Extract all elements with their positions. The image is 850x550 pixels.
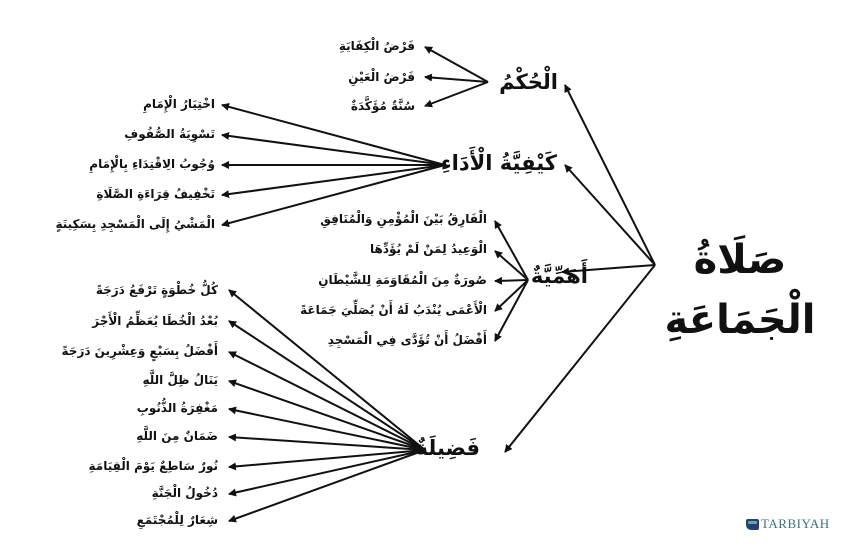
fadila-item: دُخُولُ الْجَنَّةِ (151, 486, 218, 500)
kayfiyya-item: تَسْوِيَةُ الصُّفُوفِ (124, 127, 215, 141)
main-title-line2: الْجَمَاعَةِ (664, 297, 816, 343)
fadila-item: كُلُّ خُطْوَةٍ تَرْفَعُ دَرَجَةً (95, 283, 218, 297)
branch-fadila: فَضِيلَةٌ (415, 436, 480, 460)
hukm-item: سُنَّةٌ مُؤَكَّدَةٌ (350, 99, 415, 113)
hukm-item: فَرْضُ الْعَيْنِ (348, 70, 415, 84)
tarbiyah-logo: TARBIYAH (746, 516, 830, 532)
ahammiya-item: الْوَعِيدُ لِمَنْ لَمْ يُؤَدِّهَا (370, 242, 487, 256)
fadila-item: أَفْضَلُ بِسَبْعٍ وَعِشْرِينَ دَرَجَةً (61, 344, 218, 358)
branch-kayfiyya: كَيْفِيَّةُ الْأَدَاءِ (440, 151, 557, 175)
ahammiya-item: صُورَةٌ مِنَ الْمُقَاوَمَةِ لِلشَّيْطَان… (318, 273, 487, 287)
kayfiyya-item: تَخْفِيفُ قِرَاءَةِ الصَّلَاةِ (96, 187, 215, 201)
fadila-item: نُورٌ سَاطِعٌ يَوْمَ الْقِيَامَةِ (88, 459, 218, 473)
ahammiya-item: أَفْضَلُ أَنْ تُؤَدَّى فِي الْمَسْجِدِ (327, 333, 487, 347)
branch-ahammiya: أَهَمِّيَّةٌ (530, 264, 588, 288)
main-title: صَلَاةُ الْجَمَاعَةِ (650, 230, 830, 350)
logo-icon (746, 518, 759, 530)
fadila-item: مَغْفِرَةُ الذُّنُوبِ (136, 401, 218, 415)
logo-text: TARBIYAH (761, 516, 830, 531)
fadila-item: بُعْدُ الْخُطَا يُعَظِّمُ الْأَجْرَ (92, 314, 218, 328)
fadila-item: شِعَارٌ لِلْمُجْتَمَعِ (136, 513, 218, 527)
ahammiya-item: الْفَارِقُ بَيْنَ الْمُؤْمِنِ وَالْمُنَا… (320, 212, 487, 226)
kayfiyya-item: اخْتِيَارُ الْإِمَامِ (143, 97, 215, 111)
fadila-item: يَنَالُ ظِلَّ اللَّهِ (142, 373, 219, 387)
fadila-item: ضَمَانٌ مِنَ اللَّهِ (136, 429, 218, 443)
main-title-line1: صَلَاةُ (693, 237, 787, 283)
ahammiya-item: الْأَعْمَى يُنْدَبُ لَهُ أَنْ يُصَلِّيَ … (300, 303, 487, 317)
hukm-item: فَرْضُ الْكِفَايَةِ (338, 39, 415, 53)
kayfiyya-item: الْمَشْيُ إِلَى الْمَسْجِدِ بِسَكِينَةٍ (55, 217, 215, 231)
kayfiyya-item: وُجُوبُ الِاقْتِدَاءِ بِالْإِمَامِ (89, 157, 215, 171)
branch-hukm: الْحُكْمُ (499, 70, 558, 94)
